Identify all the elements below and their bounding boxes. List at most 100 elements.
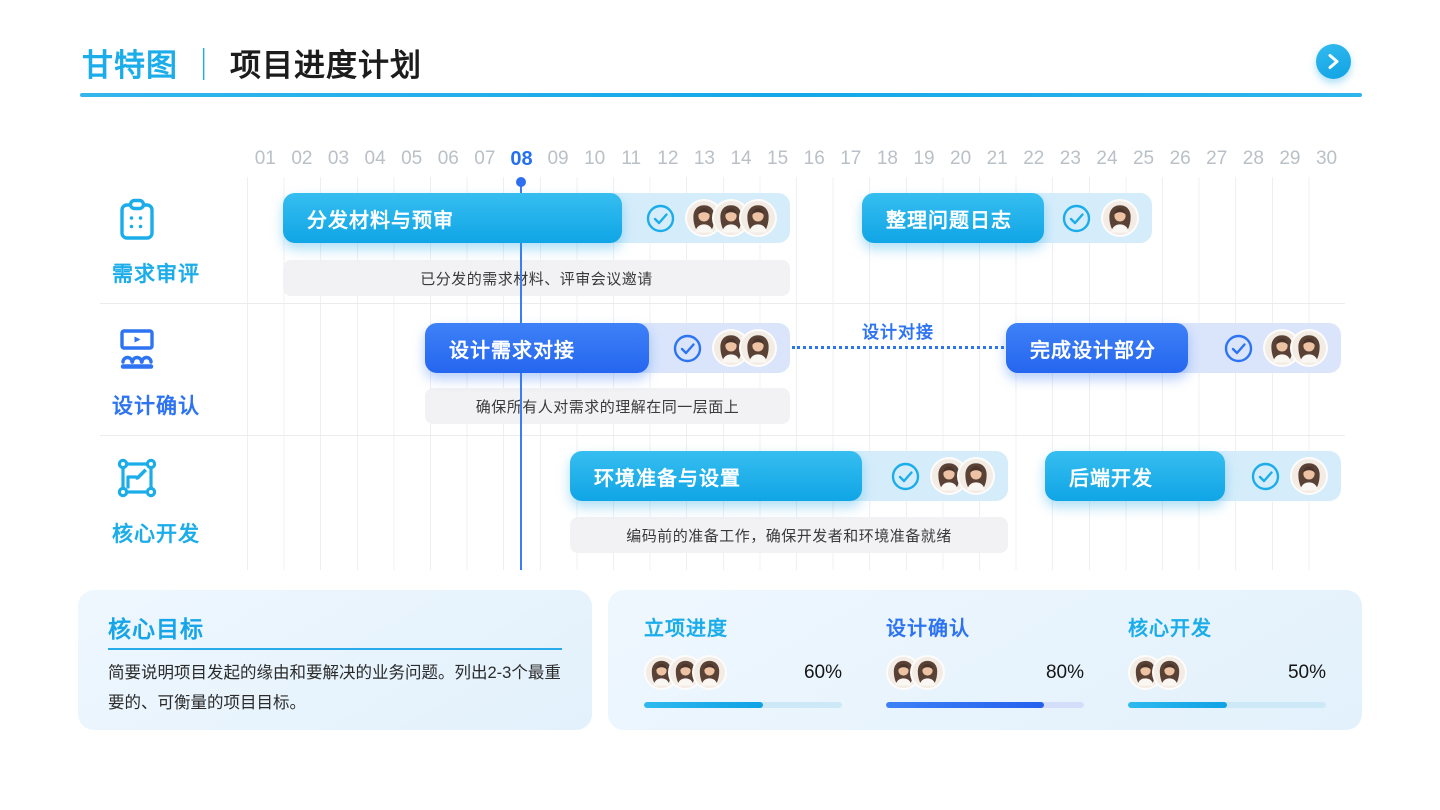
timeline-day-13: 13 bbox=[693, 148, 715, 169]
task-note: 编码前的准备工作，确保开发者和环境准备就绪 bbox=[570, 517, 1008, 553]
check-circle-icon bbox=[1251, 462, 1280, 491]
check-circle-icon bbox=[1062, 204, 1091, 233]
progress-label: 设计确认 bbox=[886, 618, 970, 640]
clipboard-icon bbox=[113, 196, 161, 244]
timeline-day-01: 01 bbox=[254, 148, 276, 169]
check-circle-icon bbox=[1224, 334, 1253, 363]
check-circle-icon bbox=[646, 204, 675, 233]
avatar bbox=[910, 655, 945, 690]
timeline-day-10: 10 bbox=[584, 148, 606, 169]
task-bar-env-setup[interactable]: 环境准备与设置 bbox=[570, 451, 1008, 501]
presentation-icon bbox=[113, 326, 161, 374]
row-label-design-confirm: 设计确认 bbox=[112, 395, 200, 418]
progress-label: 核心开发 bbox=[1128, 618, 1212, 640]
page-title-accent: 甘特图 bbox=[82, 48, 178, 83]
task-bar-issue-log[interactable]: 整理问题日志 bbox=[862, 193, 1152, 243]
design-frame-icon bbox=[113, 454, 161, 502]
avatar bbox=[692, 655, 727, 690]
avatar-group bbox=[886, 655, 945, 690]
avatar bbox=[1263, 329, 1301, 367]
page-title: 甘特图 ｜ 项目进度计划 bbox=[82, 40, 422, 85]
progress-bar-fill bbox=[886, 702, 1045, 708]
progress-bar bbox=[886, 702, 1084, 708]
avatar bbox=[739, 199, 777, 237]
progress-percent: 50% bbox=[1287, 661, 1326, 683]
today-marker-dot bbox=[515, 177, 526, 187]
row-label-core-dev: 核心开发 bbox=[112, 523, 200, 546]
progress-col-project-initiation: 立项进度 60% bbox=[644, 612, 842, 708]
task-bar-label: 整理问题日志 bbox=[862, 193, 1044, 243]
timeline-day-08: 08 bbox=[510, 148, 533, 170]
timeline-day-03: 03 bbox=[327, 148, 350, 169]
task-note: 确保所有人对需求的理解在同一层面上 bbox=[425, 388, 790, 424]
timeline-day-26: 26 bbox=[1169, 148, 1191, 169]
timeline-day-27: 27 bbox=[1206, 148, 1228, 169]
task-bar-finish-design[interactable]: 完成设计部分 bbox=[1006, 323, 1341, 373]
avatar bbox=[1290, 457, 1328, 495]
timeline-day-09: 09 bbox=[547, 148, 569, 169]
avatar-group bbox=[1263, 329, 1328, 367]
progress-col-core-dev: 核心开发 50% bbox=[1128, 612, 1326, 708]
timeline-day-02: 02 bbox=[291, 148, 313, 169]
page-title-main: 项目进度计划 bbox=[230, 48, 422, 83]
progress-bar-fill bbox=[1128, 702, 1227, 708]
timeline-day-14: 14 bbox=[730, 148, 752, 169]
timeline-day-15: 15 bbox=[767, 148, 789, 169]
timeline-day-24: 24 bbox=[1096, 148, 1118, 169]
goal-card-title: 核心目标 bbox=[108, 616, 204, 642]
row-divider bbox=[100, 303, 1345, 304]
timeline-day-18: 18 bbox=[876, 148, 898, 169]
progress-bar bbox=[1128, 702, 1326, 708]
timeline-day-12: 12 bbox=[657, 148, 679, 169]
task-bar-label: 完成设计部分 bbox=[1006, 323, 1188, 373]
timeline-day-05: 05 bbox=[401, 148, 423, 169]
timeline-day-30: 30 bbox=[1315, 148, 1338, 169]
avatar bbox=[685, 199, 723, 237]
progress-percent: 60% bbox=[803, 661, 842, 683]
dependency-connector-label: 设计对接 bbox=[862, 323, 934, 342]
avatar-group bbox=[712, 329, 777, 367]
next-button[interactable] bbox=[1316, 44, 1351, 79]
task-bar-label: 环境准备与设置 bbox=[570, 451, 862, 501]
chevron-right-icon bbox=[1325, 53, 1342, 70]
timeline-day-11: 11 bbox=[621, 148, 642, 169]
timeline-day-25: 25 bbox=[1132, 148, 1155, 169]
check-circle-icon bbox=[673, 334, 702, 363]
timeline-day-06: 06 bbox=[437, 148, 459, 169]
avatar bbox=[1290, 329, 1328, 367]
avatar-group bbox=[1128, 655, 1187, 690]
check-circle-icon bbox=[891, 462, 920, 491]
row-label-requirement-review: 需求审评 bbox=[112, 263, 200, 286]
timeline-day-29: 29 bbox=[1279, 148, 1301, 169]
dependency-connector-line bbox=[792, 346, 1004, 349]
timeline-day-28: 28 bbox=[1242, 148, 1264, 169]
task-note: 已分发的需求材料、评审会议邀请 bbox=[283, 260, 790, 296]
progress-bar bbox=[644, 702, 842, 708]
progress-bar-fill bbox=[644, 702, 763, 708]
avatar-group bbox=[685, 199, 777, 237]
today-marker-line bbox=[519, 180, 522, 570]
progress-card: 立项进度 60% 设计确认 80% 核心开发 50% bbox=[608, 590, 1362, 730]
avatar-group bbox=[1290, 457, 1328, 495]
goal-card-underline bbox=[108, 648, 562, 650]
avatar bbox=[1152, 655, 1187, 690]
timeline-day-22: 22 bbox=[1023, 148, 1045, 169]
task-bar-design-requirements[interactable]: 设计需求对接 bbox=[425, 323, 790, 373]
avatar-group bbox=[644, 655, 727, 690]
task-bar-backend-dev[interactable]: 后端开发 bbox=[1045, 451, 1341, 501]
task-bar-distribute-materials[interactable]: 分发材料与预审 bbox=[283, 193, 790, 243]
goal-card-body: 简要说明项目发起的缘由和要解决的业务问题。列出2-3个最重要的、可衡量的项目目标… bbox=[108, 664, 561, 712]
task-bar-label: 设计需求对接 bbox=[425, 323, 649, 373]
row-divider bbox=[100, 435, 1345, 436]
title-separator: ｜ bbox=[194, 48, 214, 83]
progress-label: 立项进度 bbox=[644, 618, 728, 640]
timeline-day-04: 04 bbox=[364, 148, 386, 169]
task-bar-label: 后端开发 bbox=[1045, 451, 1225, 501]
goal-card: 核心目标 简要说明项目发起的缘由和要解决的业务问题。列出2-3个最重要的、可衡量… bbox=[78, 590, 592, 730]
avatar bbox=[957, 457, 995, 495]
avatar bbox=[739, 329, 777, 367]
task-bar-label: 分发材料与预审 bbox=[283, 193, 622, 243]
avatar-group bbox=[1101, 199, 1139, 237]
